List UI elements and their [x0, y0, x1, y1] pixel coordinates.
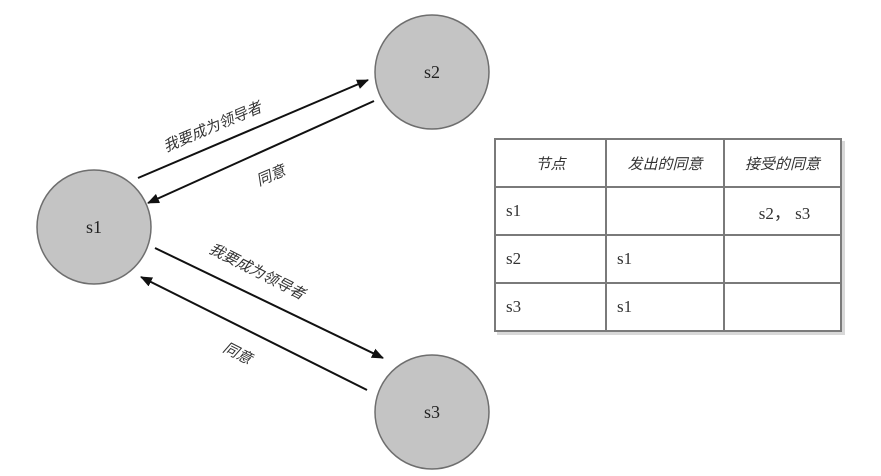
edge-s2-to-s1 [147, 100, 375, 204]
cell-sent: s1 [605, 282, 725, 332]
cell-sent: s1 [605, 234, 725, 284]
edge-label-request-s3: 我要成为领导者 [206, 240, 310, 305]
edge-label-agree-s3: 同意 [220, 339, 257, 370]
node-label-s1: s1 [86, 217, 102, 237]
node-label-s2: s2 [424, 62, 440, 82]
edge-s1-to-s2 [137, 79, 369, 179]
edge-label-agree-s2: 同意 [254, 161, 290, 190]
header-sent-consent: 发出的同意 [605, 138, 725, 188]
node-s3: s3 [374, 354, 490, 470]
table-row: s1 s2， s3 [494, 186, 842, 236]
cell-received: s2， s3 [723, 186, 842, 236]
table-row: s2 s1 [494, 234, 842, 284]
edge-s3-to-s1 [140, 276, 368, 391]
header-node: 节点 [494, 138, 607, 188]
cell-node: s1 [494, 186, 607, 236]
consent-table: 节点 发出的同意 接受的同意 s1 s2， s3 s2 s1 s3 s1 [494, 138, 842, 332]
edge-s1-to-s3 [154, 247, 384, 359]
node-s1: s1 [36, 169, 152, 285]
table-header-row: 节点 发出的同意 接受的同意 [494, 138, 842, 188]
cell-node: s3 [494, 282, 607, 332]
header-received-consent: 接受的同意 [723, 138, 842, 188]
node-s2: s2 [374, 14, 490, 130]
cell-received [723, 234, 842, 284]
table-row: s3 s1 [494, 282, 842, 332]
cell-sent [605, 186, 725, 236]
cell-node: s2 [494, 234, 607, 284]
node-label-s3: s3 [424, 402, 440, 422]
cell-received [723, 282, 842, 332]
